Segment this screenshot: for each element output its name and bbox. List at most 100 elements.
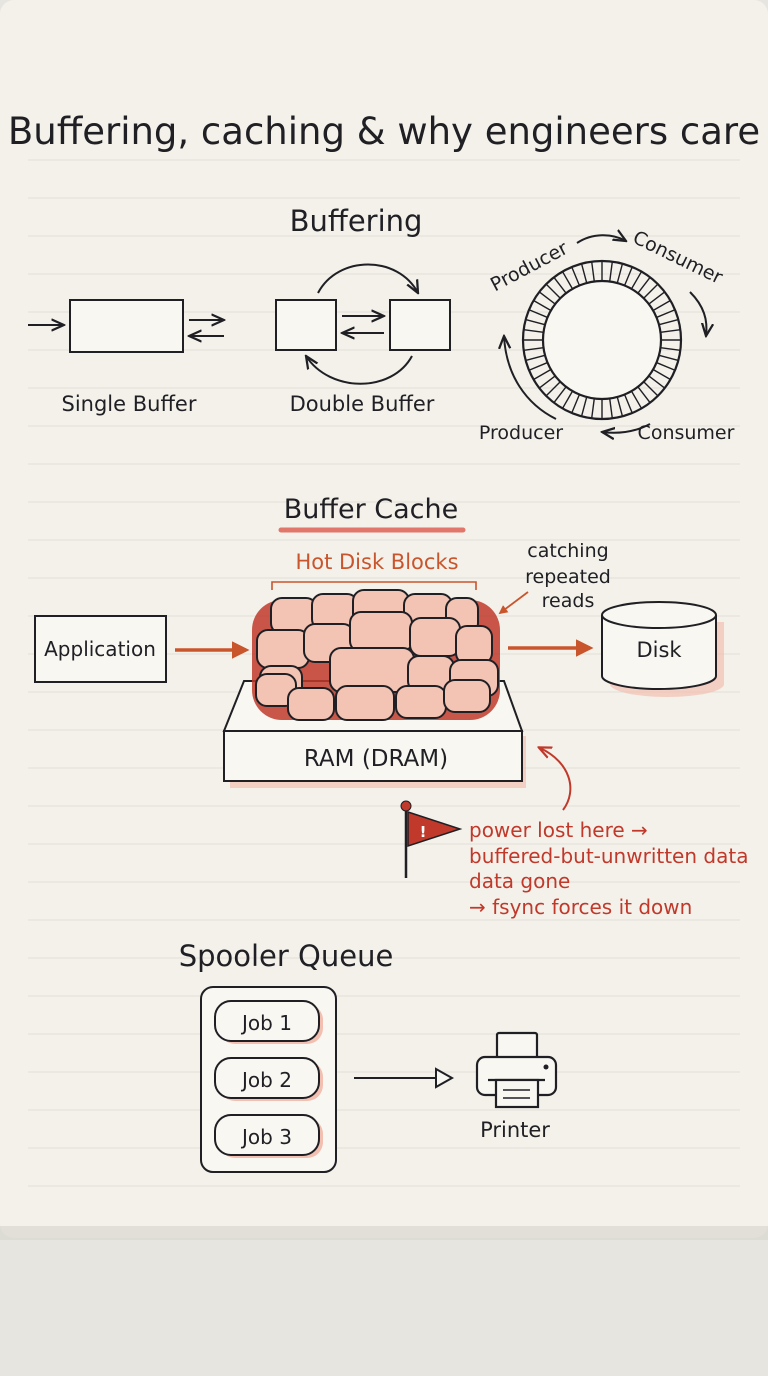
hot-disk-block [349, 611, 413, 653]
ring-arrow-top [576, 235, 626, 244]
printer-paper-in [495, 1031, 539, 1061]
single-buffer-diagram [28, 299, 224, 353]
printer-led [543, 1064, 549, 1070]
ring-arrow-left [504, 336, 557, 420]
buffer-b-box [389, 299, 451, 351]
cache-note-line-1: catching [527, 540, 608, 562]
ring-slot [545, 381, 561, 397]
warning-flag-icon [400, 800, 463, 878]
ring-slot [623, 394, 633, 414]
ring-slot [561, 390, 574, 409]
application-label: Application [44, 637, 156, 661]
cache-note-line-2: repeated [525, 566, 611, 588]
power-note-line-3: data gone [469, 869, 570, 893]
ring-slot [580, 263, 588, 284]
job-2-pill [214, 1057, 320, 1099]
ring-slot [609, 261, 614, 282]
flag-exclamation: ! [420, 823, 427, 841]
single-buffer-box [69, 299, 184, 353]
cache-note-line-3: reads [542, 590, 595, 612]
hot-disk-block [335, 685, 395, 721]
ring-slot [525, 318, 546, 326]
double-buffer-diagram [275, 263, 451, 385]
ring-slot [660, 328, 681, 333]
ring-slots [523, 261, 681, 419]
ring-slot [528, 309, 548, 319]
page-title: Buffering, caching & why engineers care [8, 110, 760, 153]
buffering-heading: Buffering [290, 204, 423, 238]
ring-slot [656, 309, 676, 319]
ring-consumer-bottom-label: Consumer [638, 422, 735, 444]
ring-inner [541, 279, 663, 401]
ring-slot [637, 386, 651, 404]
double-buffer-label: Double Buffer [290, 392, 435, 416]
hot-blocks-bracket [271, 581, 477, 590]
printer-paper-out [494, 1078, 540, 1109]
hot-disk-block [256, 629, 310, 669]
power-loss-arrow [540, 748, 572, 811]
buffer-a-box [275, 299, 337, 351]
ring-slot [660, 347, 681, 352]
sheet-shadow [0, 1226, 768, 1240]
job-3-pill [214, 1114, 320, 1156]
printer-label: Printer [480, 1118, 550, 1142]
ring-slot [623, 266, 633, 286]
ring-slot [590, 261, 595, 282]
cache-note-arrow [498, 591, 529, 615]
ring-slot [630, 390, 643, 409]
ring-slot [571, 394, 581, 414]
job-1-item [214, 1000, 323, 1044]
ring-slot [533, 368, 552, 381]
ring-slot [523, 328, 544, 333]
hot-blocks-label: Hot Disk Blocks [295, 550, 458, 574]
ring-slot [652, 299, 671, 312]
job-1-label: Job 1 [240, 1011, 292, 1035]
ring-slot [658, 354, 679, 362]
job-2-label: Job 2 [240, 1068, 292, 1092]
ram-label: RAM (DRAM) [304, 746, 448, 772]
ring-arrow-bottom [602, 423, 651, 433]
ring-arrow-right [689, 291, 706, 336]
ring-producer-bottom-label: Producer [479, 422, 563, 444]
hot-blocks-pile [252, 589, 500, 721]
ring-slot [609, 398, 614, 419]
job-3-label: Job 3 [240, 1125, 292, 1149]
ring-slot [538, 291, 556, 305]
buffer-cache-heading: Buffer Cache [284, 494, 459, 525]
ring-slot [648, 291, 666, 305]
ring-slot [590, 398, 595, 419]
queue-to-printer-arrow [354, 1067, 455, 1089]
spooler-heading: Spooler Queue [179, 939, 394, 973]
ring-slot [652, 368, 671, 381]
hot-disk-block [287, 687, 335, 721]
ring-slot [658, 318, 679, 326]
top-swap-arc [317, 263, 418, 294]
hot-disk-block [443, 679, 491, 713]
disk-label: Disk [636, 638, 682, 662]
power-note-line-1: power lost here → [469, 818, 648, 842]
printer-icon [475, 1031, 558, 1109]
job-3-item [214, 1114, 323, 1158]
hot-disk-block [409, 617, 461, 657]
ring-slot [545, 283, 561, 299]
ring-slot [538, 375, 556, 389]
bottom-swap-arc [306, 356, 413, 385]
ring-slot [553, 386, 567, 404]
disk-cylinder [601, 601, 724, 697]
ring-buffer [504, 235, 706, 432]
ring-slot [643, 283, 659, 299]
ring-slot [637, 276, 651, 294]
power-note-line-2: buffered-but-unwritten data [469, 844, 748, 868]
ring-slot [528, 361, 548, 371]
ring-slot [630, 271, 643, 290]
ring-slot [656, 361, 676, 371]
hot-disk-block [395, 685, 447, 719]
disk-top [601, 601, 717, 629]
ring-slot [561, 271, 574, 290]
ram-front-face [223, 730, 523, 782]
power-note-line-4: → fsync forces it down [469, 895, 692, 919]
application-box [34, 615, 167, 683]
job-1-pill [214, 1000, 320, 1042]
ring-slot [525, 354, 546, 362]
